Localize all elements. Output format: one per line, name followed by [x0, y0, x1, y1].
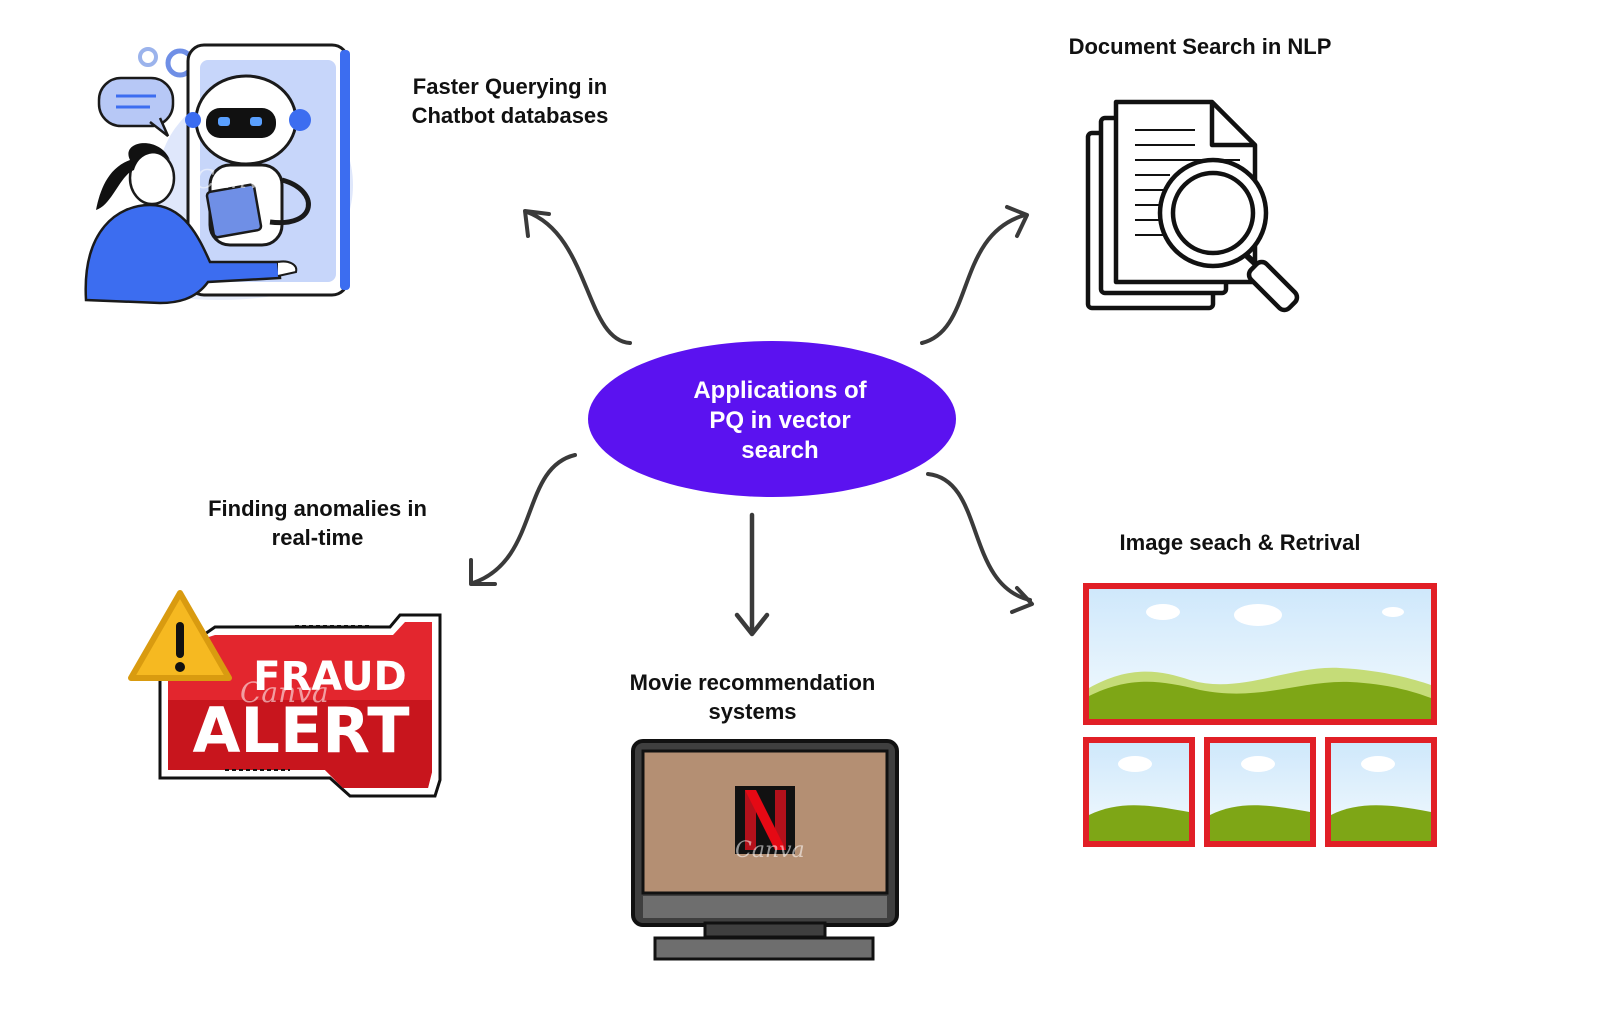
- arrow-to-document-head: [1005, 205, 1029, 238]
- svg-text:Canva: Canva: [195, 165, 277, 195]
- arrow-to-image: [926, 472, 1032, 602]
- arrow-to-document: [920, 213, 1027, 345]
- fraud-alert-line2: ALERT: [192, 694, 409, 767]
- canva-watermark-tv: Canva: [735, 838, 805, 863]
- chatbot-label: Faster Querying in Chatbot databases: [411, 74, 609, 128]
- canva-watermark-fraud: Canva: [240, 676, 329, 709]
- hub-ellipse: [588, 341, 956, 497]
- image-label: Image seach & Retrival: [1119, 530, 1361, 555]
- hub-label: Applications of PQ in vector search: [693, 377, 867, 464]
- arrow-to-image-head: [1010, 586, 1034, 614]
- arrow-to-anomaly: [471, 453, 577, 585]
- fraud-alert-line1: FRAUD: [253, 654, 407, 700]
- document-label: Document Search in NLP: [1068, 34, 1332, 59]
- arrow-to-anomaly-head: [469, 558, 497, 586]
- anomaly-label: Finding anomalies in real-time: [208, 496, 427, 550]
- arrow-to-chatbot-head: [523, 209, 551, 238]
- arrow-to-chatbot: [525, 210, 632, 345]
- arrow-to-movie-head: [734, 612, 770, 637]
- movie-label: Movie recommendation systems: [629, 670, 876, 724]
